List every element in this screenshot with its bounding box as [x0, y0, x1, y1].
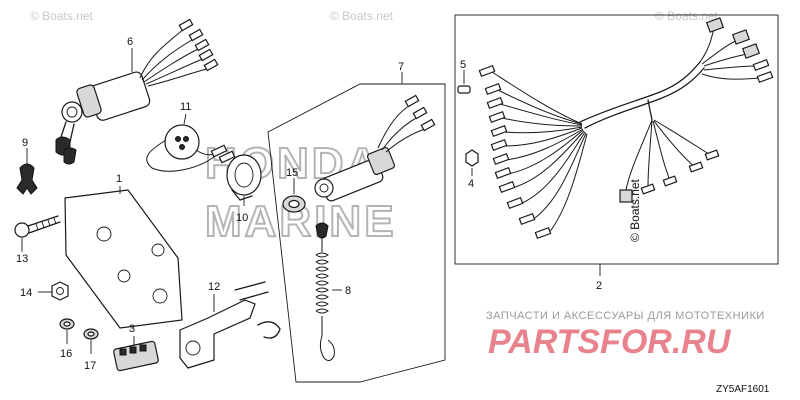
- callout-14: 14: [20, 287, 32, 299]
- part-16-washer: [59, 318, 75, 344]
- part-1-plate: [64, 186, 183, 329]
- tagline-text: ЗАПЧАСТИ И АКСЕССУАРЫ ДЛЯ МОТОТЕХНИКИ: [486, 310, 765, 322]
- callout-16: 16: [60, 348, 72, 360]
- callout-2: 2: [596, 280, 602, 292]
- callout-15: 15: [286, 167, 298, 179]
- part-17-washer: [83, 328, 99, 354]
- watermark-site-right: © Boats.net: [655, 9, 719, 23]
- brand-logo: PARTSFOR.RU: [488, 323, 732, 361]
- callout-7: 7: [398, 61, 404, 73]
- callout-9: 9: [22, 137, 28, 149]
- part-4-nut: [465, 149, 479, 176]
- group-7-outline: [267, 83, 446, 383]
- part-12-bracket: [179, 281, 281, 369]
- callout-10: 10: [236, 212, 248, 224]
- part-2-wire-harness: [478, 17, 774, 239]
- callout-5: 5: [460, 59, 466, 71]
- watermark-site-mid: © Boats.net: [330, 9, 394, 23]
- part-11-buzzer: [146, 113, 236, 172]
- part-3-connector: [113, 336, 159, 372]
- part-8-lanyard: [315, 222, 342, 362]
- callout-17: 17: [84, 360, 96, 372]
- watermark-site-top: © Boats.net: [30, 9, 94, 23]
- callout-6: 6: [127, 36, 133, 48]
- part-9-clip: [16, 148, 38, 195]
- group-2-outline: [454, 14, 779, 265]
- callout-12: 12: [208, 281, 220, 293]
- callout-11: 11: [180, 101, 191, 113]
- part-14-nut: [38, 281, 69, 301]
- stop-switch-body: [314, 94, 436, 202]
- part-13-bolt: [14, 215, 61, 252]
- diagram-code: ZY5AF1601: [716, 384, 770, 395]
- callout-4: 4: [468, 178, 474, 190]
- part-15-washer: [282, 178, 306, 213]
- callout-8: 8: [345, 285, 351, 297]
- part-5-sleeve: [457, 70, 471, 94]
- callout-13: 13: [16, 253, 28, 265]
- part-6-main-switch: [55, 18, 219, 165]
- copyright-mark: © Boats.net: [628, 178, 642, 242]
- callout-1: 1: [116, 173, 122, 185]
- part-10-clamp: [226, 154, 262, 206]
- callout-3: 3: [129, 323, 135, 335]
